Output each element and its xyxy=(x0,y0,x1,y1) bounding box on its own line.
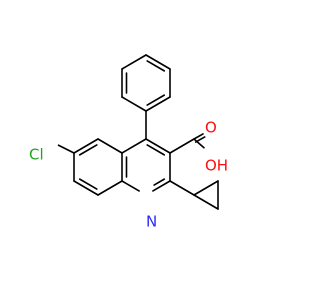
bond-line-17 xyxy=(97,180,123,196)
bond-line-16-inner xyxy=(78,178,98,190)
bond-line-22 xyxy=(169,180,195,196)
bond-line-3 xyxy=(121,96,147,112)
bond-line-16 xyxy=(73,180,99,196)
bond-line-13 xyxy=(97,138,123,154)
chlorine-atom-label: Cl xyxy=(29,146,44,164)
bond-layer xyxy=(57,54,219,210)
bond-line-0-inner xyxy=(146,60,166,72)
atom-label-layer: Cl N O OH xyxy=(29,119,228,231)
bond-line-2 xyxy=(145,96,171,112)
bond-line-23 xyxy=(193,180,219,196)
carbonyl-oxygen-label: O xyxy=(205,119,217,137)
bond-line-12 xyxy=(121,138,147,154)
nitrogen-atom-label: N xyxy=(146,213,157,231)
bond-line-18 xyxy=(57,144,75,154)
bond-line-19 xyxy=(169,138,195,154)
chemical-structure-diagram: Cl N O OH xyxy=(29,54,228,231)
bond-line-0 xyxy=(145,54,171,70)
bond-line-20 xyxy=(193,133,204,140)
bond-line-9-inner xyxy=(153,178,166,186)
bond-line-9 xyxy=(152,180,171,192)
bond-line-2-inner xyxy=(146,94,166,106)
bond-line-5 xyxy=(121,54,147,70)
structure-canvas: Cl N O OH xyxy=(29,54,229,231)
bond-line-7 xyxy=(145,138,171,154)
bond-line-14-inner xyxy=(78,144,98,156)
bond-line-25 xyxy=(193,194,219,210)
bond-line-7-inner xyxy=(146,144,166,156)
hydroxyl-label: OH xyxy=(205,157,228,175)
bond-line-21 xyxy=(193,138,205,149)
bond-line-14 xyxy=(73,138,99,154)
bond-line-10 xyxy=(121,180,140,192)
